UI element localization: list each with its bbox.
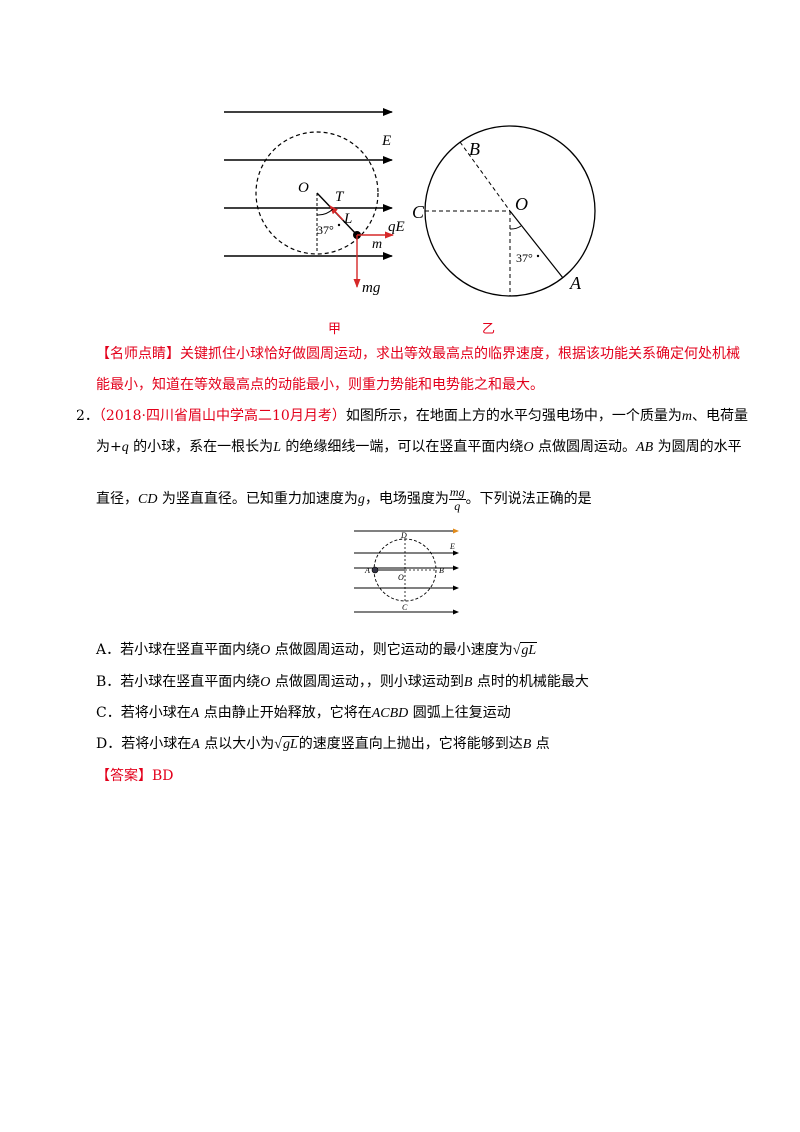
q-text: 的绝缘细线一端，可以在竖直平面内绕	[280, 439, 524, 455]
label-37-left: 37°	[317, 223, 334, 237]
q-var-AB: AB	[636, 440, 654, 455]
figure-2: D E A O B C	[350, 522, 465, 617]
opt-var-B: B	[522, 737, 532, 752]
opt-text: 点时的机械能最大	[472, 674, 589, 690]
fraction-denominator: q	[454, 498, 461, 513]
option-letter: D．	[96, 736, 122, 752]
q-var-L: L	[273, 440, 281, 455]
fig2-label-E: E	[449, 542, 455, 551]
angle-dot-right	[536, 254, 540, 258]
option-letter: B．	[96, 674, 121, 690]
opt-text: 若将小球在	[120, 705, 191, 721]
sqrt-gL: √gL	[512, 642, 538, 658]
sqrt-radicand: gL	[520, 642, 538, 658]
label-37-right: 37°	[516, 251, 533, 265]
opt-text: 的速度竖直向上抛出，它将能够到达	[298, 736, 523, 752]
label-L: L	[343, 211, 352, 227]
sqrt-gL: √gL	[274, 736, 299, 752]
fig2-label-C: C	[402, 603, 408, 612]
q-var-g: g	[357, 492, 365, 507]
opt-text: 圆弧上往复运动	[408, 705, 511, 721]
q-text: 。下列说法正确的是	[465, 491, 592, 507]
fig2-label-A: A	[364, 566, 370, 575]
q-text: ，电场强度为	[364, 491, 449, 507]
label-E-left: E	[381, 133, 391, 149]
q-text: 如图所示，在地面上方的水平匀强电场中，一个质量为	[345, 408, 682, 424]
q-var-q: q	[121, 440, 129, 455]
q-text: 直径，	[96, 491, 138, 507]
opt-var-A: A	[190, 706, 200, 721]
opt-var-A: A	[191, 737, 200, 752]
opt-text: 若小球在竖直平面内绕	[120, 642, 261, 658]
q-var-O: O	[523, 440, 534, 455]
answer-tag: 【答案】	[96, 768, 152, 784]
figure-2-svg: D E A O B C	[354, 528, 459, 615]
tip-tag: 【名师点睛】	[96, 346, 180, 362]
question-line-2: 为+q 的小球，系在一根长为L 的绝缘细线一端，可以在竖直平面内绕O 点做圆周运…	[96, 438, 742, 457]
question-line-1: 2．（2018·四川省眉山中学高二10月月考）如图所示，在地面上方的水平匀强电场…	[76, 407, 748, 426]
q-text: 为竖直直径。已知重力加速度为	[157, 491, 358, 507]
opt-var-O: O	[260, 643, 271, 658]
answer-line: 【答案】BD	[96, 767, 174, 785]
question-source: （2018·四川省眉山中学高二10月月考）	[98, 408, 346, 424]
label-B-right: B	[469, 139, 480, 159]
opt-text: 若将小球在	[121, 736, 192, 752]
opt-text: 若小球在竖直平面内绕	[120, 674, 261, 690]
opt-text: 点	[531, 736, 550, 752]
opt-var-B: B	[463, 675, 473, 690]
q-text: 的小球，系在一根长为	[128, 439, 274, 455]
dashed-orbit-circle	[255, 131, 379, 255]
tip-line-1: 【名师点睛】关键抓住小球恰好做圆周运动，求出等效最高点的临界速度，根据该功能关系…	[96, 345, 740, 363]
option-d: D．若将小球在A 点以大小为√gL的速度竖直向上抛出，它将能够到达B 点	[96, 735, 550, 754]
q-var-m: m	[681, 409, 692, 424]
figure-1-svg: O T L 37° E qE m mg B O C A 37°	[224, 108, 596, 297]
answer-value: BD	[152, 768, 174, 784]
opt-text: 点由静止开始释放，它将在	[199, 705, 372, 721]
q-text: 、电荷量	[691, 408, 748, 424]
q-text: 点做圆周运动。	[533, 439, 637, 455]
diameter-B-A-dashed	[459, 141, 511, 212]
label-qE: qE	[388, 219, 405, 235]
tip-line-2: 能最小，知道在等效最高点的动能最小，则重力势能和电势能之和最大。	[96, 377, 544, 393]
figure-1: O T L 37° E qE m mg B O C A 37°	[220, 95, 610, 315]
opt-text: 点做圆周运动，则它运动的最小速度为	[270, 642, 513, 658]
fig2-label-B: B	[439, 566, 444, 575]
label-O-right: O	[515, 194, 528, 214]
angle-dot-left	[337, 223, 341, 227]
label-A-right: A	[569, 273, 582, 293]
angle-arc-right	[509, 225, 522, 230]
fig2-label-O: O	[398, 573, 404, 582]
option-c: C．若将小球在A 点由静止开始释放，它将在ACBD 圆弧上往复运动	[96, 704, 511, 723]
q-var-CD: CD	[138, 492, 158, 507]
caption-left: 甲	[328, 322, 342, 337]
opt-text: 点做圆周运动，，则小球运动到	[270, 674, 464, 690]
fig2-ball	[371, 566, 379, 574]
option-letter: A．	[96, 642, 121, 658]
q-text: 为+	[96, 439, 122, 455]
radius-O-A	[509, 210, 564, 279]
q-text: 为圆周的水平	[653, 439, 742, 455]
label-mg: mg	[362, 280, 381, 296]
option-b: B．若小球在竖直平面内绕O 点做圆周运动，，则小球运动到B 点时的机械能最大	[96, 673, 589, 692]
tension-arrow	[329, 205, 344, 221]
tip-text-1: 关键抓住小球恰好做圆周运动，求出等效最高点的临界速度，根据该功能关系确定何处机械	[180, 346, 740, 362]
label-T: T	[335, 189, 345, 205]
caption-right: 乙	[482, 322, 496, 337]
opt-var-O: O	[260, 675, 271, 690]
opt-text: 点以大小为	[199, 736, 275, 752]
label-O-left: O	[298, 180, 309, 196]
fraction-numerator: mg	[448, 484, 466, 500]
label-C-right: C	[412, 202, 425, 222]
angle-arc-left	[316, 208, 334, 216]
label-m: m	[372, 237, 382, 252]
option-a: A．若小球在竖直平面内绕O 点做圆周运动，则它运动的最小速度为√gL	[96, 641, 538, 660]
option-letter: C．	[96, 705, 121, 721]
fig2-label-D: D	[400, 531, 407, 540]
question-number: 2．	[76, 408, 99, 424]
opt-var-ACBD: ACBD	[371, 706, 409, 721]
sqrt-radicand: gL	[281, 736, 299, 752]
